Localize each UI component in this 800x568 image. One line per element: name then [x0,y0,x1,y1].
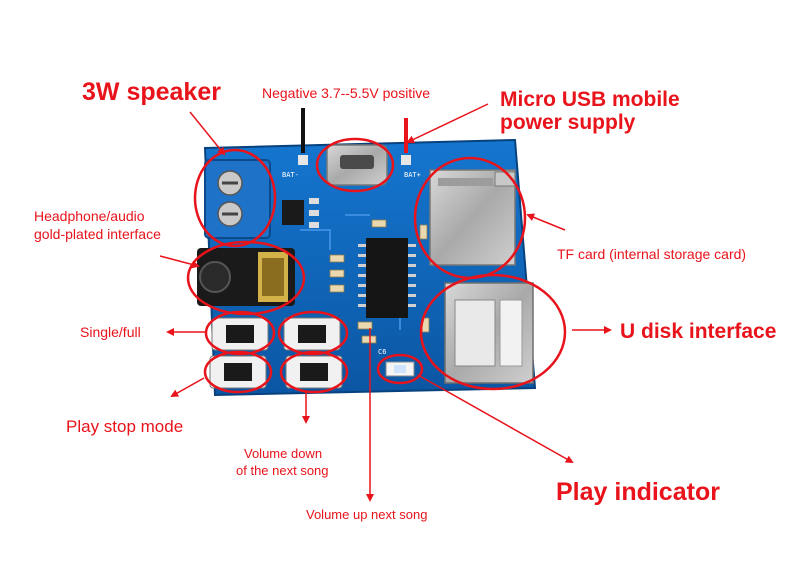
battery-pads: BAT- BAT+ [282,155,421,179]
main-decoder-chip [358,238,416,318]
tf-card-slot [429,169,516,266]
play-stop-label: Play stop mode [66,417,184,436]
button-volume-up [285,355,343,389]
play-indicator-led [385,361,415,377]
u-disk-label: U disk interface [620,320,777,343]
tf-card-label: TF card (internal storage card) [557,246,747,262]
cap-label: C6 [378,348,386,356]
headphone-label-line1: Headphone/audio [34,208,145,224]
volume-down-label-line1: Volume down [244,446,323,461]
volume-down-label-line2: of the next song [236,463,329,478]
single-full-label: Single/full [80,324,141,340]
play-indicator-label: Play indicator [556,478,720,506]
annotation-arrows [159,103,612,502]
speaker-terminal [204,159,271,239]
bat-minus-text: BAT- [282,171,299,179]
headphone-label-line2: gold-plated interface [34,226,161,242]
battery-label: Negative 3.7--5.5V positive [262,85,431,101]
bat-plus-text: BAT+ [404,171,421,179]
smd-components [329,219,430,344]
headphone-jack [197,248,295,306]
tactile-buttons [209,317,343,389]
usb-label-line1: Micro USB mobile [500,88,680,111]
button-single-full [211,317,269,351]
amplifier-chip [282,198,319,228]
button-volume-down [283,317,341,351]
speaker-label: 3W speaker [82,78,221,106]
annotation-circles [186,137,567,394]
usb-label-line2: power supply [500,111,636,134]
volume-up-label: Volume up next song [306,507,428,522]
usb-a-port [444,282,534,384]
button-play-stop [209,355,267,389]
micro-usb-port [326,144,388,186]
